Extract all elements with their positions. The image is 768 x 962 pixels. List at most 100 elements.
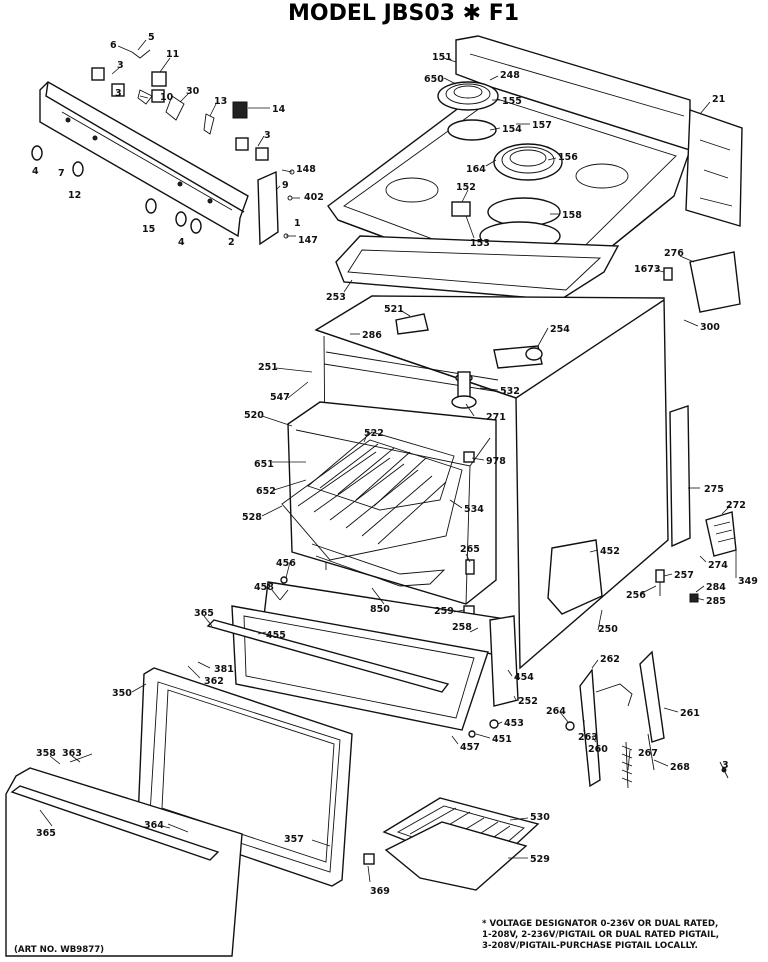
- part-label-3: 3: [722, 760, 729, 771]
- part-label-532: 532: [500, 386, 520, 397]
- part-label-252: 252: [518, 696, 538, 707]
- part-label-530: 530: [530, 812, 550, 823]
- cooktop-illustration: [327, 35, 743, 313]
- broiler-pan-illustration: [363, 797, 540, 891]
- part-label-1673: 1673: [634, 264, 660, 275]
- part-label-285: 285: [706, 596, 726, 607]
- part-label-978: 978: [486, 456, 506, 467]
- part-label-522: 522: [364, 428, 384, 439]
- footnote-line-2: 1-208V, 2-236V/PIGTAIL OR DUAL RATED PIG…: [482, 930, 719, 940]
- part-label-369: 369: [370, 886, 390, 897]
- part-label-148: 148: [296, 164, 316, 175]
- part-label-12: 12: [68, 190, 81, 201]
- part-label-6: 6: [110, 40, 117, 51]
- part-label-258: 258: [452, 622, 472, 633]
- diagram-title-suffix: F1: [489, 1, 519, 26]
- part-label-365: 365: [194, 608, 214, 619]
- part-label-268: 268: [670, 762, 690, 773]
- leader-lines: [39, 39, 737, 883]
- part-label-3: 3: [117, 60, 124, 71]
- part-label-652: 652: [256, 486, 276, 497]
- part-label-11: 11: [166, 49, 179, 60]
- part-label-272: 272: [726, 500, 746, 511]
- part-label-455: 455: [266, 630, 286, 641]
- hinge-illustration: [565, 650, 729, 789]
- part-label-9: 9: [282, 180, 289, 191]
- part-label-452: 452: [600, 546, 620, 557]
- part-label-2: 2: [228, 237, 235, 248]
- part-label-152: 152: [456, 182, 476, 193]
- part-label-547: 547: [270, 392, 290, 403]
- part-label-3: 3: [115, 88, 122, 99]
- drawer-assembly-illustration: [206, 576, 519, 738]
- part-label-5: 5: [148, 32, 155, 43]
- part-label-267: 267: [638, 748, 658, 759]
- part-label-274: 274: [708, 560, 728, 571]
- part-label-164: 164: [466, 164, 486, 175]
- part-label-275: 275: [704, 484, 724, 495]
- part-label-453: 453: [504, 718, 524, 729]
- part-label-850: 850: [370, 604, 390, 615]
- part-label-15: 15: [142, 224, 155, 235]
- part-label-286: 286: [362, 330, 382, 341]
- part-label-358: 358: [36, 748, 56, 759]
- part-label-650: 650: [424, 74, 444, 85]
- part-label-7: 7: [58, 168, 65, 179]
- part-labels: 5 6 11 3 3 3 10 30 13 14 4 4 7 12 15 2 1…: [32, 32, 758, 897]
- part-label-458: 458: [254, 582, 274, 593]
- part-label-454: 454: [514, 672, 534, 683]
- part-label-365: 365: [36, 828, 56, 839]
- part-label-521: 521: [384, 304, 404, 315]
- diagram-title-model: MODEL JBS03: [288, 1, 455, 26]
- footnote-line-3: 3-208V/PIGTAIL-PURCHASE PIGTAIL LOCALLY.: [482, 941, 698, 951]
- part-label-14: 14: [272, 104, 286, 115]
- part-label-402: 402: [304, 192, 324, 203]
- part-label-250: 250: [598, 624, 618, 635]
- oven-body-illustration: [281, 295, 737, 670]
- part-label-271: 271: [486, 412, 506, 423]
- part-label-154: 154: [502, 124, 522, 135]
- part-label-158: 158: [562, 210, 582, 221]
- asterisk-icon: ✱: [463, 1, 481, 26]
- part-label-456: 456: [276, 558, 296, 569]
- part-label-276: 276: [664, 248, 684, 259]
- part-label-259: 259: [434, 606, 454, 617]
- part-label-13: 13: [214, 96, 227, 107]
- part-label-151: 151: [432, 52, 452, 63]
- diagram-title: MODEL JBS03 ✱ F1: [288, 1, 519, 26]
- part-label-30: 30: [186, 86, 200, 97]
- part-label-157: 157: [532, 120, 552, 131]
- part-label-261: 261: [680, 708, 700, 719]
- part-label-651: 651: [254, 459, 274, 470]
- part-label-257: 257: [674, 570, 694, 581]
- control-panel-illustration: [31, 49, 295, 246]
- part-label-4: 4: [178, 237, 185, 248]
- part-label-263: 263: [578, 732, 598, 743]
- part-label-451: 451: [492, 734, 512, 745]
- part-label-147: 147: [298, 235, 318, 246]
- part-label-363: 363: [62, 748, 82, 759]
- part-label-349: 349: [738, 576, 758, 587]
- part-label-251: 251: [258, 362, 278, 373]
- part-label-264: 264: [546, 706, 566, 717]
- part-label-10: 10: [160, 92, 174, 103]
- part-label-248: 248: [500, 70, 520, 81]
- part-label-256: 256: [626, 590, 646, 601]
- outer-door-illustration: [5, 753, 243, 957]
- art-number: (ART NO. WB9877): [14, 945, 104, 955]
- footnote: * VOLTAGE DESIGNATOR 0-236V OR DUAL RATE…: [482, 919, 719, 951]
- part-label-155: 155: [502, 96, 522, 107]
- part-label-156: 156: [558, 152, 578, 163]
- part-label-260: 260: [588, 744, 608, 755]
- part-label-253: 253: [326, 292, 346, 303]
- part-label-265: 265: [460, 544, 480, 555]
- part-label-254: 254: [550, 324, 570, 335]
- part-label-1: 1: [294, 218, 301, 229]
- part-label-528: 528: [242, 512, 262, 523]
- footnote-line-1: * VOLTAGE DESIGNATOR 0-236V OR DUAL RATE…: [482, 919, 718, 929]
- part-label-381: 381: [214, 664, 234, 675]
- part-label-362: 362: [204, 676, 224, 687]
- part-label-300: 300: [700, 322, 720, 333]
- part-label-529: 529: [530, 854, 550, 865]
